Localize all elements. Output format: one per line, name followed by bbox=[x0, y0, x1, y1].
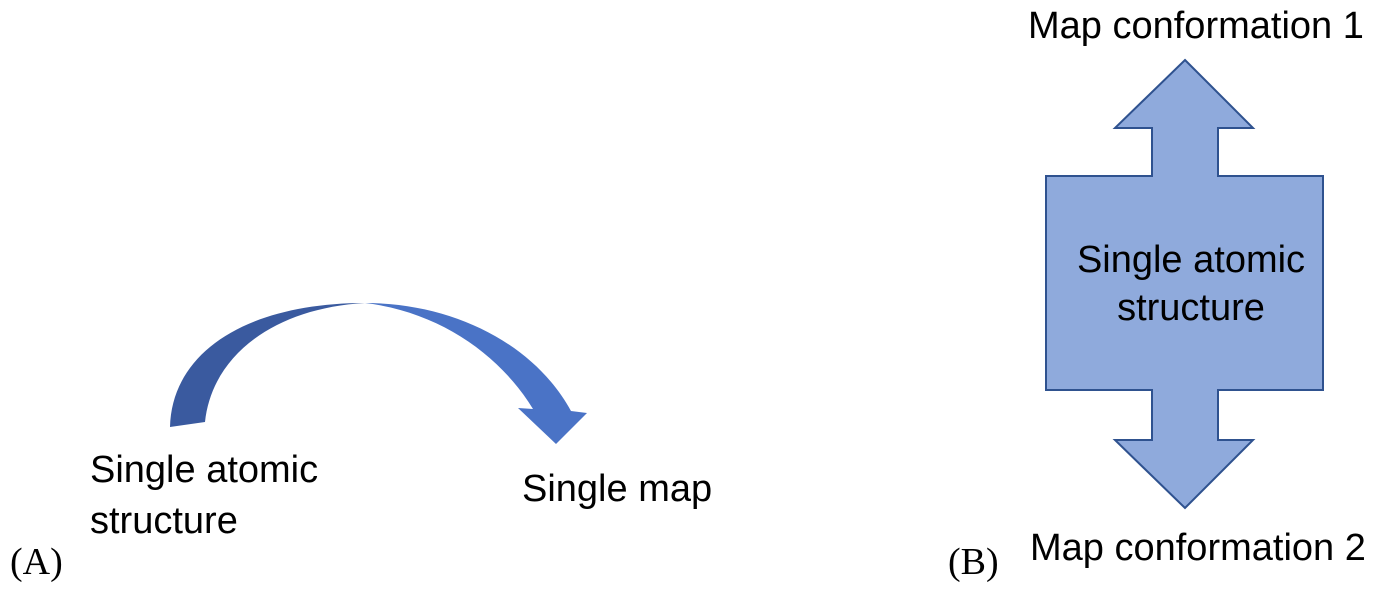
curved-arrow-back-segment bbox=[170, 303, 365, 427]
curved-arrow bbox=[170, 303, 587, 444]
bottom-conformation-label: Map conformation 2 bbox=[1030, 527, 1366, 569]
panel-a-label: (A) bbox=[10, 541, 63, 583]
panel-b: Map conformation 1 Single atomic structu… bbox=[948, 5, 1366, 583]
curved-arrow-front-segment bbox=[365, 303, 587, 444]
panel-b-label: (B) bbox=[948, 541, 999, 583]
up-down-block-arrow bbox=[1045, 58, 1324, 510]
top-conformation-label: Map conformation 1 bbox=[1028, 5, 1364, 47]
target-label: Single map bbox=[522, 468, 712, 510]
source-label-line-1: Single atomic bbox=[90, 449, 318, 491]
panel-a: Single atomic structure Single map (A) bbox=[10, 303, 712, 583]
center-label-line-1: Single atomic bbox=[1077, 239, 1305, 281]
center-label-line-2: structure bbox=[1117, 287, 1265, 329]
source-label-line-2: structure bbox=[90, 500, 238, 542]
